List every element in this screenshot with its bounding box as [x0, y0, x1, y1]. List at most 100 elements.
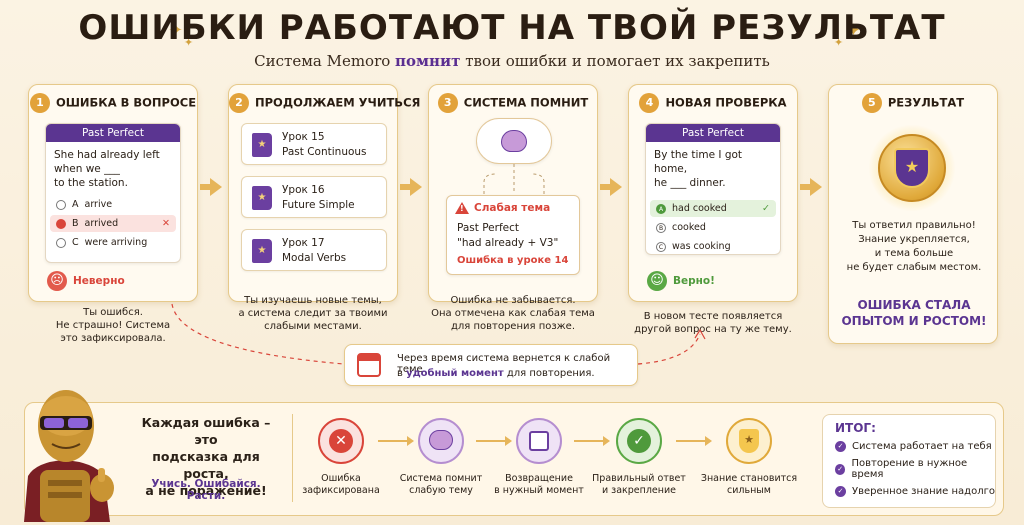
question-line: to the station. [54, 177, 128, 189]
weak-topic-source: Ошибка в уроке 14 [457, 255, 569, 266]
lesson-name: Урок 16 [282, 184, 325, 196]
status-text: Верно! [673, 275, 715, 287]
page-title: ОШИБКИ РАБОТАЮТ НА ТВОЙ РЕЗУЛЬТАТ [78, 8, 946, 48]
caption-line: Ошибка не забывается. [450, 295, 576, 306]
option-letter: B [72, 218, 79, 229]
sparkle-icon: ✦ [846, 20, 862, 41]
summary-text: Уверенное знание надолго [852, 486, 995, 497]
reminder-highlight: удобный момент [406, 368, 504, 379]
subtitle-highlight: помнит [395, 52, 461, 70]
quiz-topic: Past Perfect [646, 124, 780, 142]
caption-line: а система следит за твоими [238, 308, 388, 319]
option-text: arrive [84, 199, 113, 210]
question-line: She had already left [54, 149, 160, 161]
weak-topic-card: !Слабая тема Past Perfect "had already +… [446, 195, 580, 275]
status-wrong: ☹Неверно [47, 271, 125, 291]
subtitle-text: твои ошибки и помогает их закрепить [460, 52, 770, 70]
option-text: arrived [84, 218, 119, 229]
question-line: he ___ dinner. [654, 177, 726, 189]
lesson-topic: Past Continuous [282, 146, 367, 158]
quote-line: Каждая ошибка – это [141, 415, 271, 447]
quote: Каждая ошибка – это подсказка для роста,… [132, 414, 280, 499]
book-icon: ★ [252, 133, 272, 157]
caption-line: другой вопрос на ту же тему. [634, 324, 792, 335]
radio-icon: C [656, 241, 666, 252]
flow-arrow [378, 436, 414, 446]
flow-caption-line: сильным [727, 485, 771, 496]
flow-caption-line: Правильный ответ [592, 473, 686, 484]
step-number: 2 [229, 93, 249, 113]
chevron-right-icon [410, 178, 422, 196]
flow-arrow [476, 436, 512, 446]
caption-line: Не страшно! Система [55, 320, 171, 331]
weak-topic-name: Past Perfect [457, 222, 520, 234]
chevron-right-icon [810, 178, 822, 196]
flow-caption-line: Система помнит [399, 473, 483, 484]
brain-icon [501, 130, 527, 152]
result-line: не будет слабым местом. [846, 262, 982, 273]
robot-mascot-icon [24, 390, 114, 522]
check-icon: ✓ [835, 486, 846, 497]
step-1-caption: Ты ошибся. Не страшно! Система это зафик… [28, 306, 198, 345]
step-title: ПРОДОЛЖАЕМ УЧИТЬСЯ [255, 95, 421, 110]
step-number: 5 [861, 93, 882, 113]
sad-face-icon: ☹ [47, 271, 67, 291]
step-number: 4 [639, 93, 660, 113]
summary-item: ✓ Уверенное знание надолго [835, 486, 995, 497]
step-number: 3 [437, 93, 458, 113]
calendar-icon [516, 418, 562, 464]
sparkle-icon: ✦ [168, 20, 184, 41]
quote-line: подсказка для роста, [152, 449, 260, 481]
quiz-question: By the time I got home, he ___ dinner. [646, 142, 780, 194]
flow-arrow [200, 184, 210, 190]
flow-arrow [574, 436, 610, 446]
reminder-dashed-path [171, 303, 706, 365]
result-line: и тема больше [874, 248, 954, 259]
lesson-name: Урок 17 [282, 237, 325, 249]
step-number: 1 [29, 93, 50, 113]
check-icon: ✓ [835, 463, 846, 475]
caption-line: слабыми местами. [264, 321, 362, 332]
question-line: By the time I got home, [654, 149, 743, 175]
divider [292, 414, 293, 502]
subtitle-text: Система Memoro [254, 52, 396, 70]
flow-arrow [800, 184, 810, 190]
caption-line: В новом тесте появляется [643, 311, 783, 322]
lesson-topic: Future Simple [282, 199, 355, 211]
quiz-card: Past Perfect By the time I got home, he … [645, 123, 781, 255]
step-3-caption: Ошибка не забывается. Она отмечена как с… [428, 294, 598, 333]
question-line: when we ___ [54, 163, 120, 175]
radio-selected-icon [56, 218, 66, 229]
flow-arrow [400, 184, 410, 190]
radio-icon [56, 237, 66, 248]
brain-icon [418, 418, 464, 464]
reminder-line: в удобный момент для повторения. [397, 368, 595, 379]
radio-selected-icon: A [656, 203, 666, 214]
calendar-icon [357, 353, 381, 377]
flow-caption-line: Возвращение [505, 473, 573, 484]
reminder-text: в [397, 368, 407, 379]
step-2-header: 2 ПРОДОЛЖАЕМ УЧИТЬСЯ [229, 93, 420, 113]
result-line: Ты ответил правильно! [852, 220, 976, 231]
quiz-question: She had already left when we ___ to the … [46, 142, 180, 194]
option-text: was cooking [672, 241, 731, 252]
flow-arrow [676, 436, 712, 446]
step-2-caption: Ты изучаешь новые темы, а система следит… [228, 294, 398, 333]
caption-line: Ты ошибся. [83, 307, 143, 318]
weak-topic-header: !Слабая тема [455, 202, 550, 214]
option-text: cooked [672, 222, 706, 233]
